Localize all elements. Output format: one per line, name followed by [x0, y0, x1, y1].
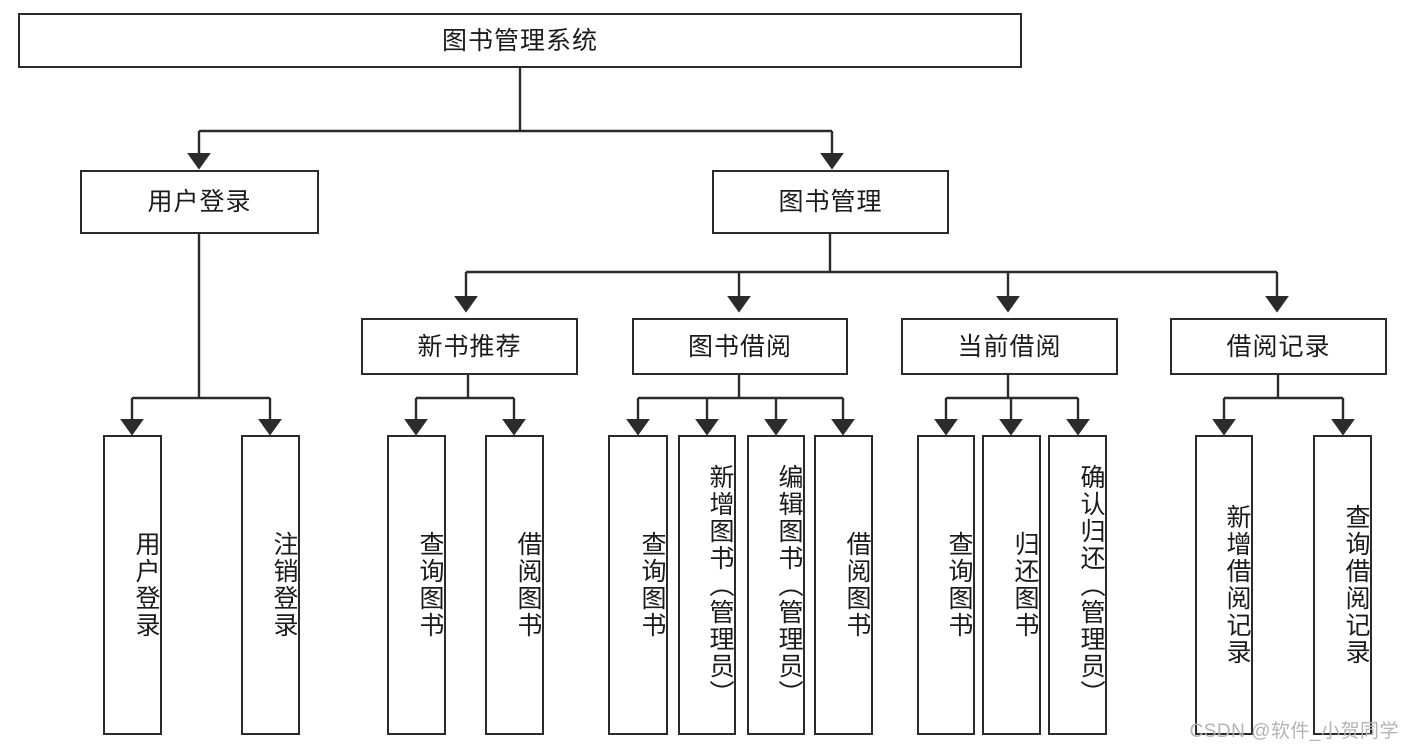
- node-leaf-query-book-borrow[interactable]: 查询图书: [608, 435, 668, 735]
- node-user-login[interactable]: 用户登录: [80, 170, 319, 234]
- node-label: 查询图书: [945, 531, 973, 639]
- node-leaf-return-book[interactable]: 归还图书: [982, 435, 1041, 735]
- node-label: 查询图书: [416, 531, 444, 639]
- node-leaf-add-borrow-record[interactable]: 新增借阅记录: [1195, 435, 1253, 735]
- node-leaf-edit-book-admin[interactable]: 编辑图书（管理员）: [747, 435, 805, 735]
- node-root-system[interactable]: 图书管理系统: [18, 13, 1022, 68]
- node-label: 借阅记录: [1226, 332, 1331, 361]
- node-label: 新增图书（管理员）: [706, 463, 734, 707]
- node-label: 图书管理系统: [441, 26, 598, 55]
- node-book-management[interactable]: 图书管理: [712, 170, 949, 234]
- node-leaf-user-login[interactable]: 用户登录: [103, 435, 162, 735]
- node-leaf-borrow-book-recommend[interactable]: 借阅图书: [485, 435, 544, 735]
- node-label: 借阅图书: [843, 531, 871, 639]
- node-label: 注销登录: [270, 531, 298, 639]
- node-label: 确认归还（管理员）: [1077, 463, 1105, 707]
- node-leaf-borrow-book[interactable]: 借阅图书: [814, 435, 873, 735]
- node-label: 用户登录: [132, 531, 160, 639]
- node-label: 新书推荐: [417, 332, 522, 361]
- node-label: 查询图书: [638, 531, 666, 639]
- node-label: 当前借阅: [957, 332, 1062, 361]
- node-label: 编辑图书（管理员）: [775, 463, 803, 707]
- node-label: 用户登录: [147, 188, 252, 216]
- node-book-borrow[interactable]: 图书借阅: [632, 318, 848, 375]
- node-leaf-query-book-recommend[interactable]: 查询图书: [387, 435, 446, 735]
- watermark: CSDN @软件_小贺同学: [1189, 721, 1399, 742]
- node-leaf-logout[interactable]: 注销登录: [241, 435, 300, 735]
- node-label: 归还图书: [1011, 531, 1039, 639]
- node-current-borrow[interactable]: 当前借阅: [901, 318, 1118, 375]
- node-new-book-recommend[interactable]: 新书推荐: [361, 318, 578, 375]
- node-borrow-record[interactable]: 借阅记录: [1170, 318, 1387, 375]
- node-leaf-query-book-current[interactable]: 查询图书: [917, 435, 975, 735]
- node-leaf-add-book-admin[interactable]: 新增图书（管理员）: [678, 435, 736, 735]
- node-leaf-query-borrow-record[interactable]: 查询借阅记录: [1313, 435, 1372, 735]
- node-leaf-confirm-return-admin[interactable]: 确认归还（管理员）: [1048, 435, 1107, 735]
- node-label: 借阅图书: [514, 531, 542, 639]
- node-label: 图书管理: [778, 188, 883, 216]
- node-label: 图书借阅: [687, 332, 792, 361]
- node-label: 新增借阅记录: [1223, 504, 1251, 666]
- node-label: 查询借阅记录: [1342, 504, 1370, 666]
